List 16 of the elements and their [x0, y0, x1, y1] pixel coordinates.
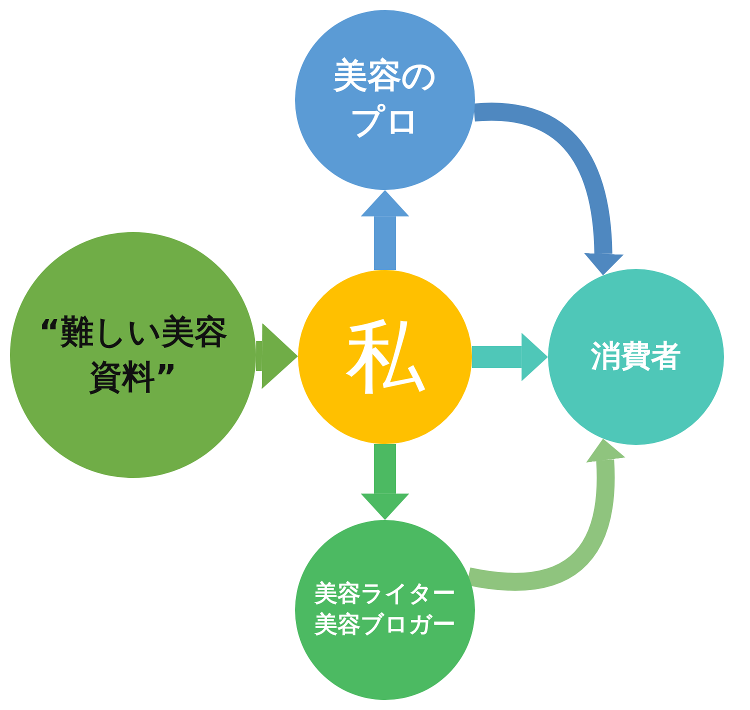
circle-node	[548, 269, 724, 445]
block-arrow	[472, 332, 548, 382]
block-arrow	[256, 323, 298, 390]
node-label: 消費者	[590, 338, 682, 376]
node-label: 美容ライター美容ブロガー	[313, 580, 456, 640]
circle-node	[295, 520, 475, 700]
node-label: 私	[344, 309, 426, 405]
circle-node	[295, 10, 475, 190]
curved-arrow	[474, 102, 623, 276]
node-label: 美容のプロ	[332, 55, 438, 144]
block-arrow	[360, 444, 410, 520]
curved-arrow	[466, 438, 625, 591]
block-arrow	[360, 190, 410, 270]
circle-node	[298, 270, 472, 444]
circle-node	[10, 232, 256, 478]
node-label: “難しい美容資料”	[38, 311, 228, 398]
